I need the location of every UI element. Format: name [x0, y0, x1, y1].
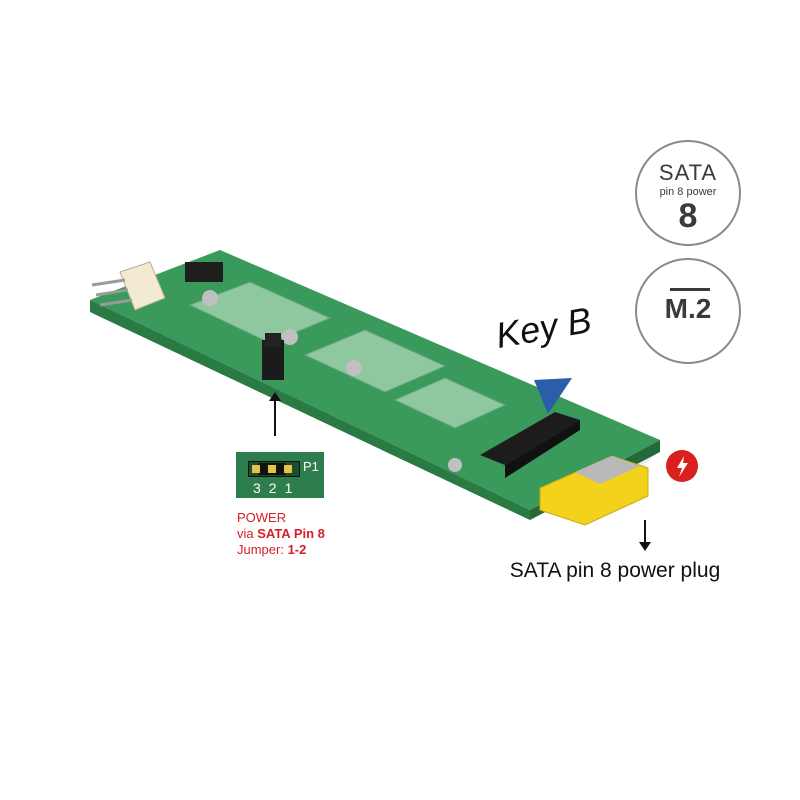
arrow-down-line — [644, 520, 646, 542]
key-b-marker — [534, 378, 572, 414]
pin-2 — [268, 465, 276, 473]
power-note: POWER via SATA Pin 8 Jumper: 1-2 — [237, 510, 325, 558]
sata-badge-number: 8 — [678, 197, 698, 235]
arrow-down-icon — [639, 542, 651, 551]
power-line-3-bold: 1-2 — [287, 542, 307, 557]
pin-1 — [284, 465, 292, 473]
chip-pad-3 — [393, 377, 507, 429]
m2-badge-label: M.2 — [664, 293, 712, 324]
power-line-2-prefix: via — [237, 526, 258, 541]
molex-connector — [119, 261, 166, 311]
regulator — [185, 262, 223, 282]
jumper-name: P1 — [303, 459, 319, 474]
m2-badge-bar — [670, 288, 710, 291]
sata-plug-label: SATA pin 8 power plug — [509, 559, 721, 582]
power-line-2: via SATA Pin 8 — [237, 526, 325, 542]
arrow-up-line — [274, 398, 276, 436]
power-line-3: Jumper: 1-2 — [237, 542, 325, 558]
pin-number-1: 1 — [284, 480, 301, 496]
sata-badge-title: SATA — [658, 160, 718, 185]
power-line-3-prefix: Jumper: — [237, 542, 288, 557]
arrow-up-icon — [269, 392, 281, 401]
chip-pad-1 — [188, 281, 332, 344]
pin-3 — [252, 465, 260, 473]
power-line-2-bold: SATA Pin 8 — [257, 526, 325, 541]
pin-number-3: 3 — [253, 480, 269, 496]
flash-icon — [666, 450, 698, 482]
m2-badge-icon: M.2 — [635, 258, 741, 364]
sata-badge-subtitle: pin 8 power — [659, 186, 717, 198]
jumper-header — [262, 340, 284, 380]
sata-pin8-badge-icon: SATA pin 8 power 8 — [635, 140, 741, 246]
pin-numbers: 321 — [253, 480, 300, 496]
pin-number-2: 2 — [268, 480, 285, 496]
chip-pad-2 — [303, 329, 447, 393]
jumper-pins — [248, 461, 300, 477]
power-line-1: POWER — [237, 510, 287, 525]
m2-slot — [480, 412, 580, 465]
